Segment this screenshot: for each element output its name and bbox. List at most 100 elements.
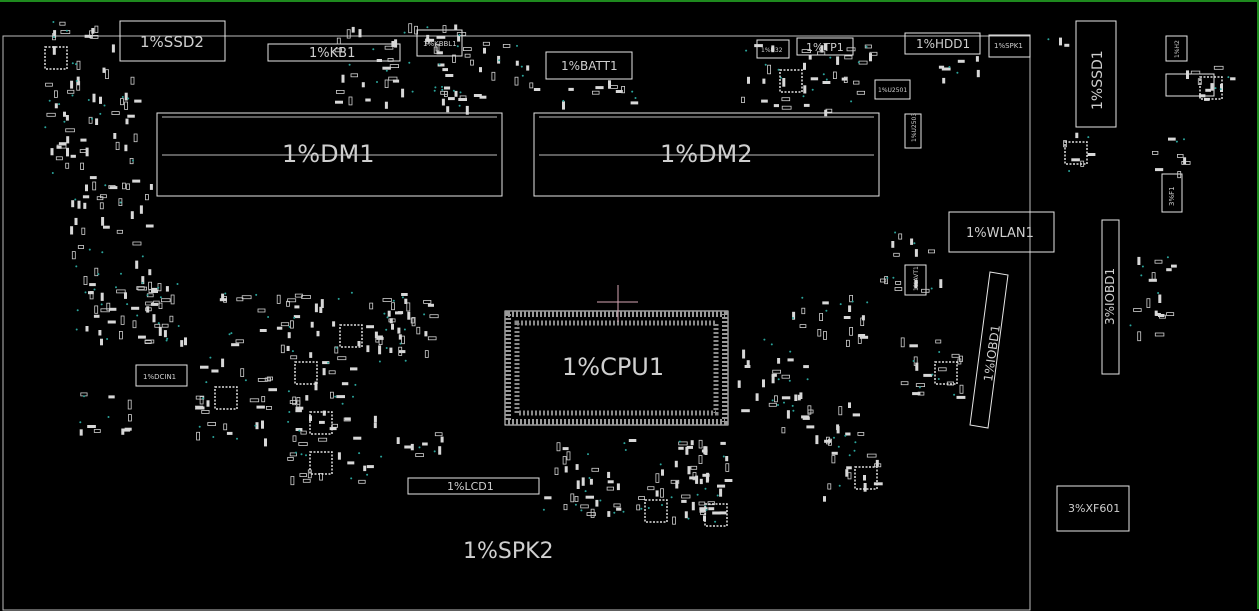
spk1-footprint[interactable]: 1%SPK1 [988,34,1031,58]
via [716,494,719,497]
ssd2-label: 1%SSD2 [140,33,204,51]
via [542,508,545,511]
via [177,325,180,327]
smd-pad [443,91,448,97]
via [678,440,681,443]
smd-pad [437,63,445,67]
smd-pad [319,420,325,424]
smd-pad [119,330,123,340]
cpu1-footprint[interactable]: 1%CPU1 [504,310,729,426]
smd-pad [130,211,134,219]
via [894,231,897,234]
smd-pad [1166,268,1172,272]
smd-pad [161,323,169,328]
hdd1-footprint[interactable]: 1%HDD1 [904,32,981,55]
avt1-footprint[interactable]: 1%AVT1 [904,264,927,296]
smd-pad [810,77,819,81]
h2-footprint[interactable]: 1%H2 [1165,35,1188,62]
xf601-footprint[interactable]: 3%XF601 [1056,485,1130,532]
smd-pad [276,294,281,304]
u2503-footprint[interactable]: 1%U2503 [904,113,922,149]
smd-pad [280,344,285,354]
smd-pad [893,252,900,257]
iobd1-right-footprint[interactable]: 3%IOBD1 [1101,219,1120,375]
dcin1-footprint[interactable]: 1%DCIN1 [135,364,188,387]
wlan1-footprint[interactable]: 1%WLAN1 [948,211,1055,253]
smd-pad [346,29,351,39]
smd-pad [853,80,860,85]
smd-pad [264,377,272,382]
smd-pad [45,82,53,87]
smd-pad [148,281,153,291]
smd-pad [259,329,267,332]
smd-pad [256,405,265,409]
via [789,350,792,353]
smd-pad [299,473,307,478]
via [1214,87,1217,90]
smd-pad [817,328,822,337]
smd-pad [1177,153,1184,158]
smd-pad [773,104,779,108]
smd-pad [884,276,888,285]
batt1-footprint[interactable]: 1%BATT1 [545,51,633,80]
smd-pad [845,469,849,477]
via [341,402,344,405]
smd-pad [99,202,104,210]
dm2-footprint[interactable]: 1%DM2 [533,112,880,197]
smd-pad [833,71,837,79]
smd-pad [864,44,872,49]
via [76,309,79,312]
smd-pad [135,260,139,269]
iobd1-mid-footprint[interactable]: 1%IOBD1 [969,271,1009,429]
smd-pad [744,365,751,368]
ssd1-footprint[interactable]: 1%SSD1 [1075,20,1117,128]
smd-pad [647,486,655,491]
lcd1-footprint[interactable]: 1%LCD1 [407,477,540,495]
via [79,421,82,424]
smd-pad [817,51,826,56]
smd-pad [366,465,374,469]
smd-pad [823,496,826,502]
smd-pad [1087,153,1096,156]
ssd2-footprint[interactable]: 1%SSD2 [119,20,226,62]
smd-pad [608,80,611,89]
smd-pad [139,205,143,214]
via [376,81,378,83]
via [640,507,643,510]
smd-pad [781,396,791,400]
via [913,242,916,245]
via [159,296,162,299]
smd-pad [240,368,245,377]
kbbl1-footprint[interactable]: 1%KBBL1 [416,29,463,57]
f1-footprint[interactable]: 3%F1 [1161,173,1183,213]
kb1-footprint[interactable]: 1%KB1 [267,43,401,62]
ic-package [934,361,958,385]
via [348,63,351,66]
u2501-footprint[interactable]: 1%U2501 [874,79,911,100]
smd-pad [82,195,90,199]
spk2-label: 1%SPK2 [463,539,554,564]
smd-pad [959,355,963,362]
smd-pad [462,47,472,51]
smd-pad [401,88,405,98]
smd-pad [80,162,84,170]
via [825,309,828,312]
dm1-footprint[interactable]: 1%DM1 [156,112,503,197]
smd-pad [824,439,832,443]
smd-pad [93,314,100,318]
smd-pad [424,350,429,358]
smd-pad [846,339,850,347]
smd-pad [96,196,104,201]
smd-pad [777,358,781,364]
smd-pad [698,455,703,465]
smd-pad [768,402,777,407]
smd-pad [236,297,244,302]
via [792,409,795,412]
smd-pad [473,94,482,97]
smd-pad [113,133,117,139]
smd-pad [843,316,851,319]
smd-pad [109,186,118,190]
smd-pad [134,99,142,103]
